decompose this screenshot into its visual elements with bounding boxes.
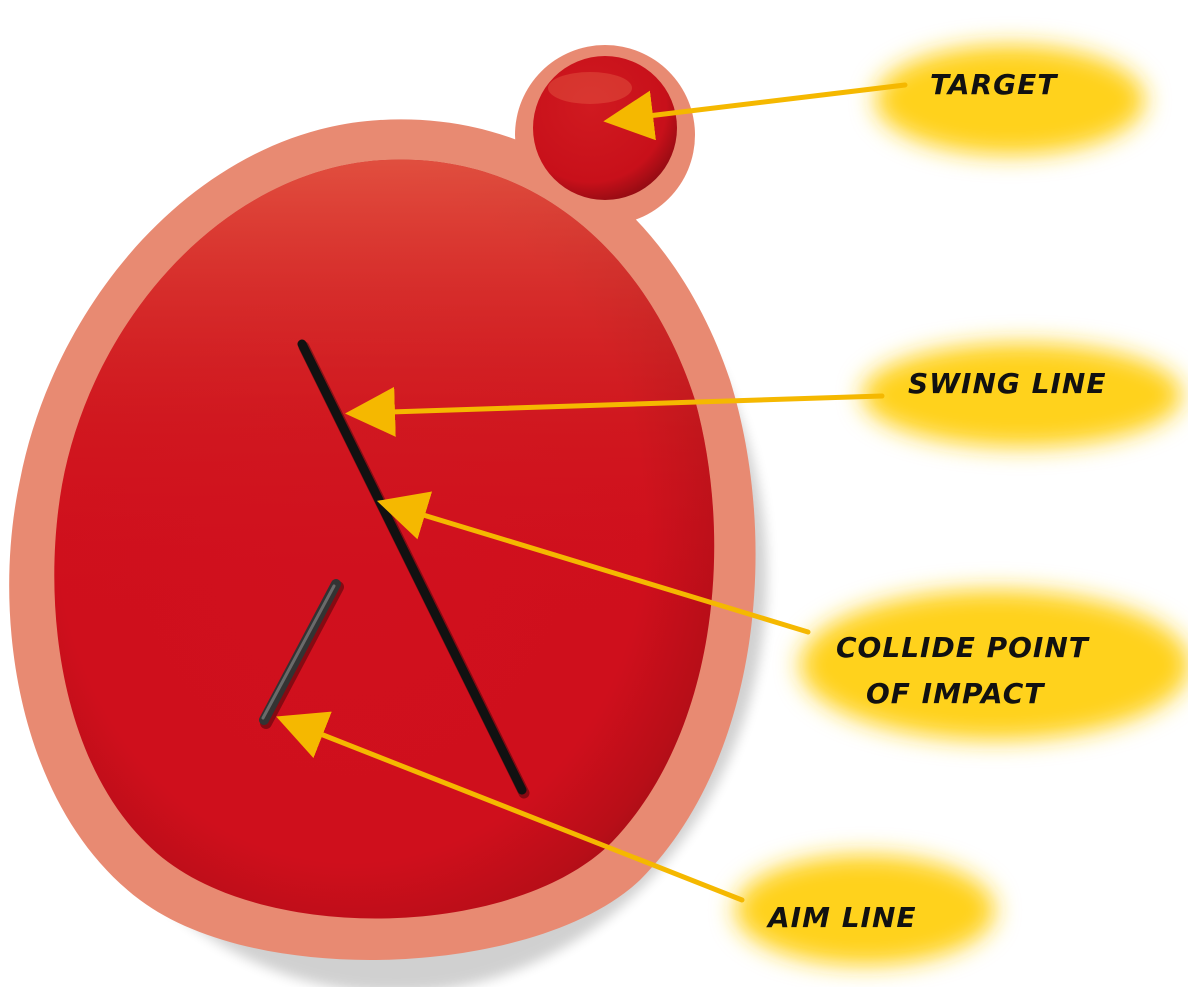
label-swing-line: SWING LINE (908, 367, 1106, 400)
label-collide-point: COLLIDE POINT (836, 631, 1090, 664)
label-highlights (735, 45, 1188, 965)
label-of-impact: OF IMPACT (866, 677, 1045, 710)
target-shine (548, 72, 632, 104)
label-aim-line: AIM LINE (766, 901, 917, 934)
label-target: TARGET (930, 68, 1058, 101)
